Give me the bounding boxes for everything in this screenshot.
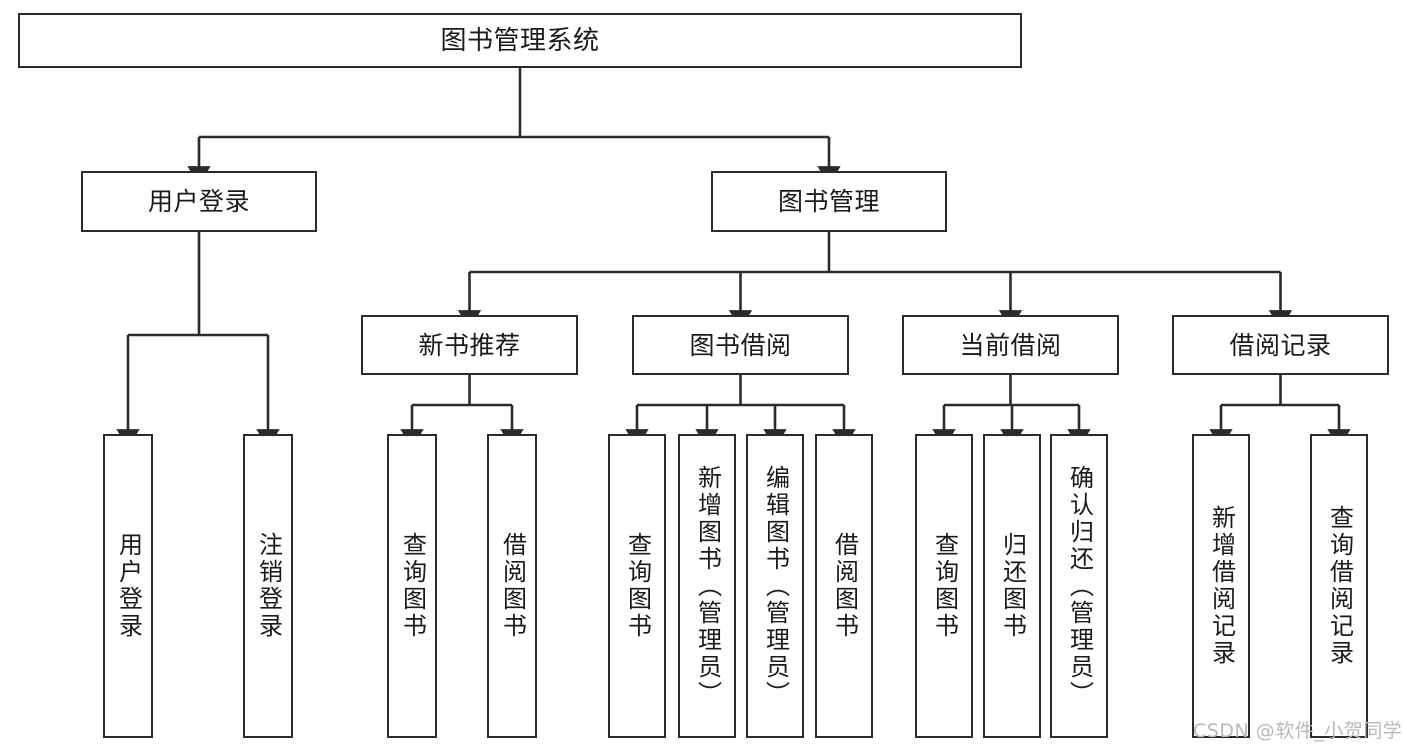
node-label: 查询借阅记录 [1325, 505, 1354, 667]
node-book-borrow[interactable]: 图书借阅 [632, 315, 849, 375]
node-leaf-query-book-2[interactable]: 查询图书 [608, 434, 666, 738]
node-current-borrow[interactable]: 当前借阅 [902, 315, 1119, 375]
node-leaf-query-record[interactable]: 查询借阅记录 [1310, 434, 1368, 738]
node-book-manage[interactable]: 图书管理 [711, 171, 947, 232]
node-label: 图书管理 [777, 187, 880, 216]
node-user-login[interactable]: 用户登录 [81, 171, 317, 232]
node-leaf-borrow-book-2[interactable]: 借阅图书 [815, 434, 873, 738]
node-leaf-borrow-book-1[interactable]: 借阅图书 [487, 434, 537, 738]
node-label: 借阅图书 [498, 532, 527, 640]
node-leaf-add-record[interactable]: 新增借阅记录 [1192, 434, 1250, 738]
node-leaf-confirm-return[interactable]: 确认归还（管理员） [1050, 434, 1108, 738]
node-label: 注销登录 [254, 532, 283, 640]
node-root[interactable]: 图书管理系统 [18, 13, 1022, 68]
node-label: 查询图书 [930, 532, 959, 640]
edge-paths [116, 68, 1351, 449]
node-label: 图书管理系统 [440, 25, 600, 56]
node-label: 归还图书 [998, 532, 1027, 640]
node-leaf-user-login[interactable]: 用户登录 [103, 434, 153, 738]
watermark: CSDN @软件_小贺同学 [1193, 720, 1403, 742]
node-label: 查询图书 [398, 532, 427, 640]
node-leaf-edit-book[interactable]: 编辑图书（管理员） [746, 434, 804, 738]
node-leaf-logout[interactable]: 注销登录 [243, 434, 293, 738]
node-borrow-record[interactable]: 借阅记录 [1172, 315, 1389, 375]
node-label: 编辑图书（管理员） [761, 464, 790, 708]
node-leaf-query-book-1[interactable]: 查询图书 [387, 434, 437, 738]
node-label: 用户登录 [114, 532, 143, 640]
node-label: 当前借阅 [959, 330, 1062, 360]
node-leaf-return-book[interactable]: 归还图书 [983, 434, 1041, 738]
node-leaf-add-book[interactable]: 新增图书（管理员） [678, 434, 736, 738]
node-label: 图书借阅 [689, 330, 792, 360]
node-leaf-query-book-3[interactable]: 查询图书 [915, 434, 973, 738]
node-label: 新书推荐 [418, 330, 521, 360]
node-label: 查询图书 [623, 532, 652, 640]
node-label: 借阅记录 [1229, 330, 1332, 360]
node-label: 确认归还（管理员） [1065, 464, 1094, 708]
node-label: 借阅图书 [830, 532, 859, 640]
node-label: 新增图书（管理员） [693, 464, 722, 708]
node-new-book-rec[interactable]: 新书推荐 [361, 315, 578, 375]
node-label: 用户登录 [147, 187, 250, 216]
node-label: 新增借阅记录 [1207, 505, 1236, 667]
